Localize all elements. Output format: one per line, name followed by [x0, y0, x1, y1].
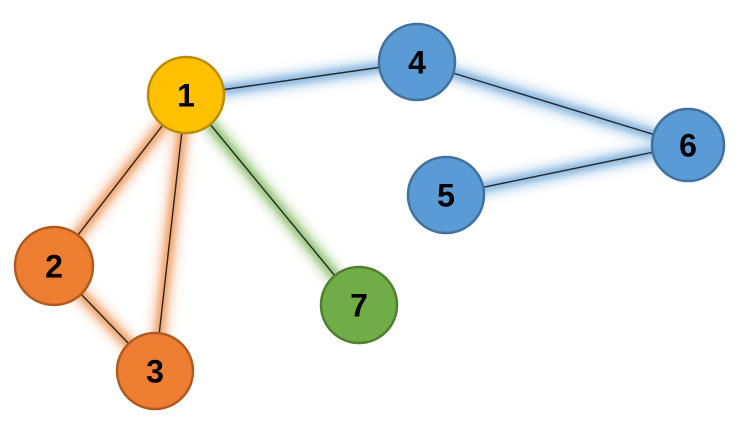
node-circle-1[interactable]: [146, 55, 226, 135]
node-6[interactable]: 6: [650, 107, 726, 183]
node-circle-2[interactable]: [13, 225, 95, 307]
edge-5-6: [445, 144, 689, 196]
node-circle-6[interactable]: [650, 107, 726, 183]
node-circle-3[interactable]: [115, 331, 195, 411]
edge-1-3: [154, 94, 187, 372]
node-5[interactable]: 5: [406, 155, 486, 235]
node-3[interactable]: 3: [115, 331, 195, 411]
edge-1-7: [185, 94, 360, 306]
node-7[interactable]: 7: [319, 265, 399, 345]
edge-4-6: [416, 61, 689, 146]
node-circle-7[interactable]: [319, 265, 399, 345]
node-circle-4[interactable]: [377, 22, 457, 102]
node-circle-5[interactable]: [406, 155, 486, 235]
node-2[interactable]: 2: [13, 225, 95, 307]
node-1[interactable]: 1: [146, 55, 226, 135]
node-4[interactable]: 4: [377, 22, 457, 102]
